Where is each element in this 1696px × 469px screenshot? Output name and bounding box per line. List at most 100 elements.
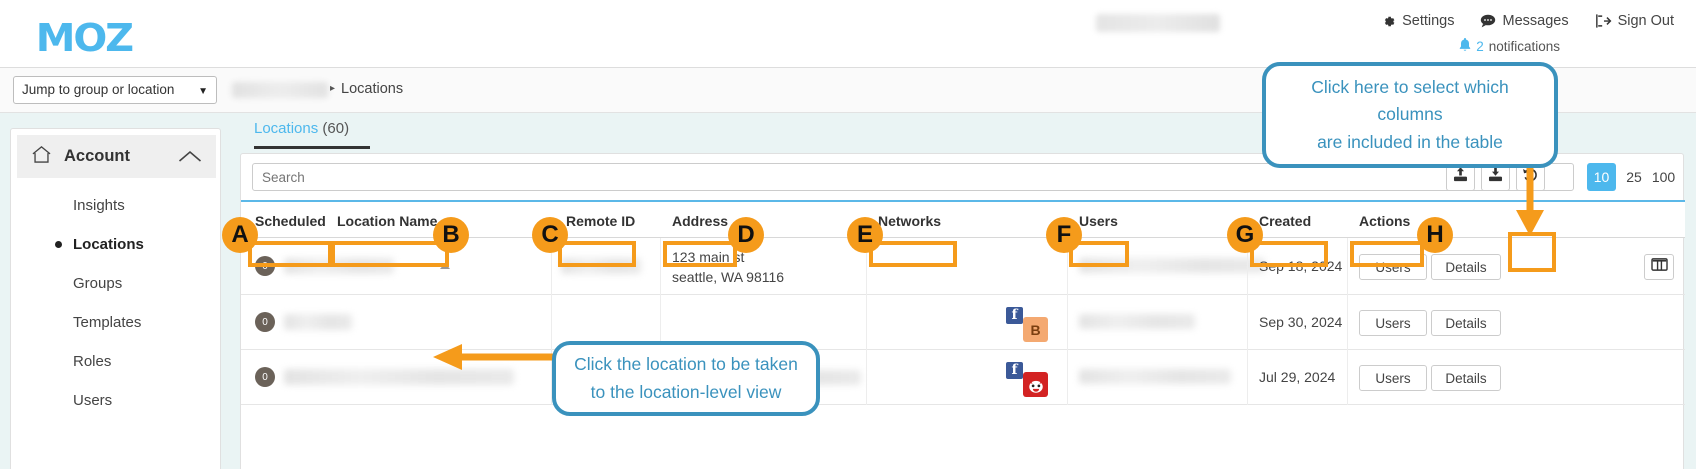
- cell-divider: [660, 295, 661, 350]
- scheduled-count-badge: 0: [255, 312, 275, 332]
- annotation-letter-b: B: [433, 217, 469, 253]
- annotation-box-users: [1069, 241, 1129, 267]
- cell-divider: [1067, 295, 1068, 350]
- annotation-letter-c: C: [532, 217, 568, 253]
- bell-icon: [1459, 38, 1471, 55]
- download-icon: [1487, 166, 1504, 188]
- row-details-button[interactable]: Details: [1431, 365, 1501, 391]
- sidebar-item-users[interactable]: Users: [11, 381, 222, 420]
- account-name-redacted: [1096, 14, 1220, 32]
- page-size-100[interactable]: 100: [1651, 169, 1676, 185]
- yelp-network-icon: [1023, 372, 1048, 397]
- page-size-25[interactable]: 25: [1626, 169, 1642, 185]
- upload-icon: [1452, 166, 1469, 188]
- chevron-down-icon: ▼: [198, 86, 208, 97]
- notifications-link[interactable]: 2 notifications: [1459, 38, 1560, 55]
- callout-click-location-line1: Click the location to be taken: [574, 354, 798, 375]
- sidebar-item-label: Groups: [73, 275, 123, 292]
- breadcrumb-separator-icon: ▸: [330, 83, 336, 94]
- sidebar-item-roles[interactable]: Roles: [11, 342, 222, 381]
- bing-network-icon: B: [1023, 317, 1048, 342]
- callout-column-selector: Click here to select which columns are i…: [1262, 62, 1558, 168]
- location-name-redacted[interactable]: [284, 314, 352, 330]
- columns-select-icon: [1650, 257, 1668, 277]
- sidebar-item-label: Insights: [73, 197, 125, 214]
- annotation-box-remote-id: [558, 241, 636, 267]
- row-details-button[interactable]: Details: [1431, 310, 1501, 336]
- sidebar-item-locations[interactable]: Locations: [11, 225, 222, 264]
- callout-column-selector-line1: Click here to select which columns: [1311, 77, 1509, 125]
- messages-link[interactable]: Messages: [1480, 13, 1569, 29]
- sidebar-item-label: Roles: [73, 353, 112, 370]
- tab-locations[interactable]: Locations (60): [254, 120, 349, 137]
- annotation-box-created: [1250, 241, 1328, 267]
- row-details-button[interactable]: Details: [1431, 254, 1501, 280]
- top-header-bar: MOZ Settings Messages Sign Out: [0, 0, 1696, 68]
- cell-divider: [866, 295, 867, 350]
- annotation-box-column-selector: [1508, 232, 1556, 272]
- callout-click-location-line2: to the location-level view: [590, 381, 782, 402]
- search-input[interactable]: [252, 163, 1574, 191]
- sidebar-item-label: Templates: [73, 314, 142, 331]
- sidebar-item-groups[interactable]: Groups: [11, 264, 222, 303]
- annotation-letter-d: D: [728, 217, 764, 253]
- col-header-actions[interactable]: Actions: [1359, 213, 1411, 229]
- column-selector-button[interactable]: [1644, 254, 1674, 280]
- settings-link[interactable]: Settings: [1381, 13, 1454, 29]
- col-header-address[interactable]: Address: [672, 213, 729, 229]
- messages-label: Messages: [1502, 13, 1569, 29]
- sidebar-item-partial[interactable]: [11, 420, 222, 434]
- col-header-scheduled[interactable]: Scheduled: [255, 213, 326, 229]
- annotation-box-scheduled: [248, 241, 332, 267]
- cell-divider: [866, 350, 867, 405]
- address-cell: 123 main st seattle, WA 98116: [672, 247, 784, 288]
- sign-out-icon: [1595, 14, 1612, 28]
- col-header-users[interactable]: Users: [1079, 213, 1118, 229]
- sidebar: Account Insights Locations Groups Templa…: [10, 128, 221, 469]
- tab-active-underline: [254, 146, 370, 149]
- main-content: Locations (60) 10 25 100: [236, 118, 1686, 469]
- breadcrumb-account-redacted: [232, 82, 328, 98]
- annotation-arrow-down: [1516, 166, 1544, 236]
- gear-icon: [1381, 14, 1396, 29]
- cell-divider: [1347, 295, 1348, 350]
- annotation-box-actions: [1350, 241, 1424, 267]
- location-name-redacted[interactable]: [284, 369, 514, 385]
- scheduled-count-badge: 0: [255, 367, 275, 387]
- cell-divider: [1247, 238, 1248, 295]
- annotation-letter-g: G: [1227, 217, 1263, 253]
- table-row[interactable]: 0 f B Sep 30, 2024 Users Details: [241, 295, 1685, 350]
- sidebar-item-insights[interactable]: Insights: [11, 186, 222, 225]
- col-header-networks[interactable]: Networks: [878, 213, 942, 229]
- cell-divider: [1247, 350, 1248, 405]
- users-redacted: [1079, 314, 1195, 329]
- col-header-created[interactable]: Created: [1259, 213, 1312, 229]
- moz-logo[interactable]: MOZ: [35, 16, 134, 60]
- locations-panel: 10 25 100: [240, 153, 1685, 469]
- created-cell: Sep 30, 2024: [1259, 314, 1343, 330]
- annotation-letter-f: F: [1046, 217, 1082, 253]
- col-header-location-name[interactable]: Location Name: [337, 213, 438, 229]
- annotation-box-networks: [869, 241, 957, 267]
- jump-to-group-select[interactable]: Jump to group or location ▼: [13, 76, 217, 104]
- row-users-button[interactable]: Users: [1359, 310, 1427, 336]
- facebook-network-icon: f: [1006, 307, 1023, 324]
- page-size-10[interactable]: 10: [1587, 163, 1616, 191]
- notifications-count: 2: [1476, 39, 1484, 54]
- sign-out-link[interactable]: Sign Out: [1595, 13, 1674, 29]
- row-users-button[interactable]: Users: [1359, 365, 1427, 391]
- facebook-network-icon: f: [1006, 362, 1023, 379]
- cell-divider: [1247, 295, 1248, 350]
- cell-divider: [1347, 238, 1348, 295]
- col-header-remote-id[interactable]: Remote ID: [566, 213, 636, 229]
- breadcrumb-current: Locations: [341, 81, 404, 97]
- chevron-up-icon[interactable]: [178, 150, 202, 168]
- sidebar-item-templates[interactable]: Templates: [11, 303, 222, 342]
- address-line-1: 123 main st: [672, 249, 745, 265]
- chat-bubble-icon: [1480, 14, 1496, 28]
- sidebar-account-header[interactable]: Account: [17, 135, 216, 178]
- annotation-box-location-name: [331, 241, 449, 267]
- cell-divider: [1067, 238, 1068, 295]
- callout-click-location: Click the location to be taken to the lo…: [552, 341, 820, 416]
- callout-column-selector-line2: are included in the table: [1317, 131, 1503, 152]
